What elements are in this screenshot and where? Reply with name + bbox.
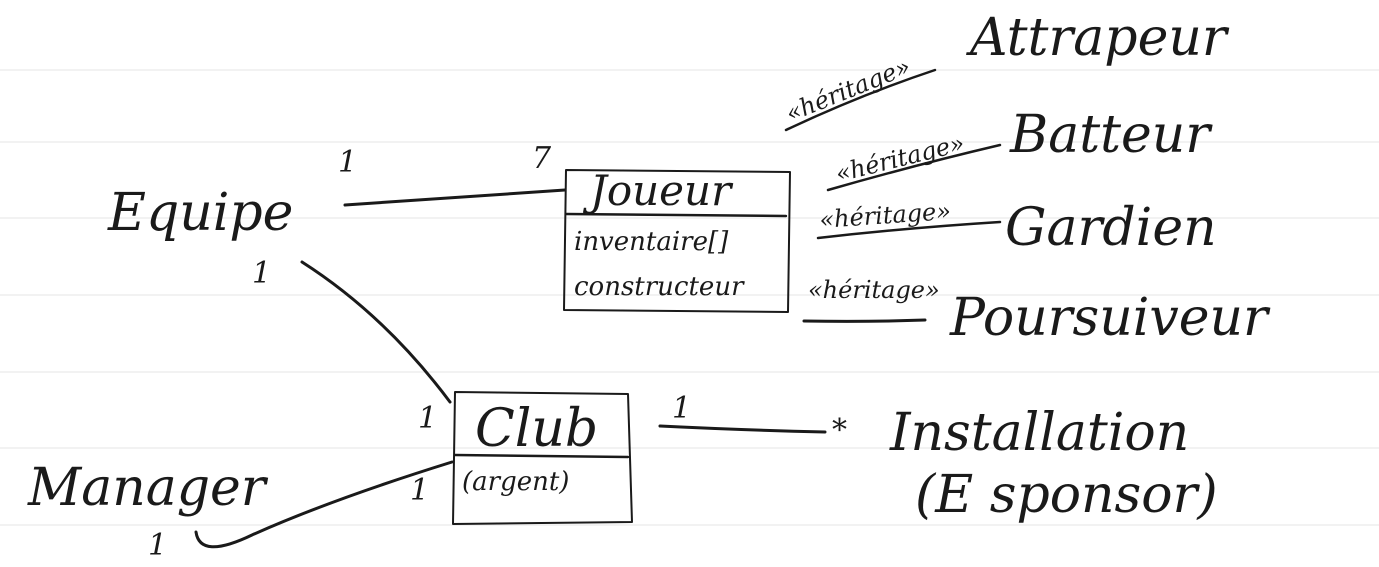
class-joueur-attribute-2: constructeur: [574, 272, 745, 302]
subclass-gardien: Gardien: [1005, 198, 1217, 258]
multiplicity-club-installation-club: 1: [672, 391, 691, 426]
multiplicity-equipe-joueur-equipe: 1: [338, 145, 357, 180]
class-joueur-name: Joueur: [582, 166, 734, 215]
stereotype-label: «héritage»: [782, 52, 915, 127]
association-club-manager: [194, 460, 454, 549]
association-equipe-club: [300, 260, 452, 404]
class-joueur-attribute-1: inventaire[]: [574, 227, 729, 257]
class-manager-name: Manager: [27, 458, 269, 518]
stereotype-label: «héritage»: [833, 129, 968, 188]
stereotype-label: «héritage»: [818, 197, 951, 234]
subclass-batteur: Batteur: [1009, 105, 1213, 165]
association-club-installation: [658, 424, 827, 434]
paper-rules: [0, 69, 1379, 526]
class-club-attribute-1: (argent): [462, 467, 569, 497]
inheritance-batteur: «héritage» Batteur: [826, 105, 1213, 192]
association-equipe-joueur: [343, 188, 567, 207]
inheritance-gardien: «héritage» Gardien: [816, 197, 1217, 258]
class-installation-note: (E sponsor): [915, 465, 1218, 525]
subclass-attrapeur: Attrapeur: [966, 8, 1230, 68]
multiplicity-club-manager-club: 1: [410, 473, 429, 508]
inheritance-poursuiveur: «héritage» Poursuiveur: [802, 276, 1271, 348]
class-installation-name: Installation: [889, 403, 1189, 463]
class-club-name: Club: [475, 399, 598, 459]
multiplicity-equipe-club-equipe: 1: [252, 256, 271, 291]
stereotype-label: «héritage»: [808, 276, 940, 304]
subclass-poursuiveur: Poursuiveur: [949, 288, 1271, 348]
multiplicity-club-installation-installation: *: [832, 413, 847, 448]
class-equipe-name: Equipe: [107, 183, 293, 243]
class-joueur-box: Joueur inventaire[] constructeur: [563, 166, 791, 313]
multiplicity-equipe-club-club: 1: [418, 401, 437, 436]
multiplicity-club-manager-manager: 1: [148, 528, 167, 563]
class-club-box: Club (argent): [452, 391, 633, 525]
multiplicity-equipe-joueur-joueur: 7: [532, 141, 552, 176]
